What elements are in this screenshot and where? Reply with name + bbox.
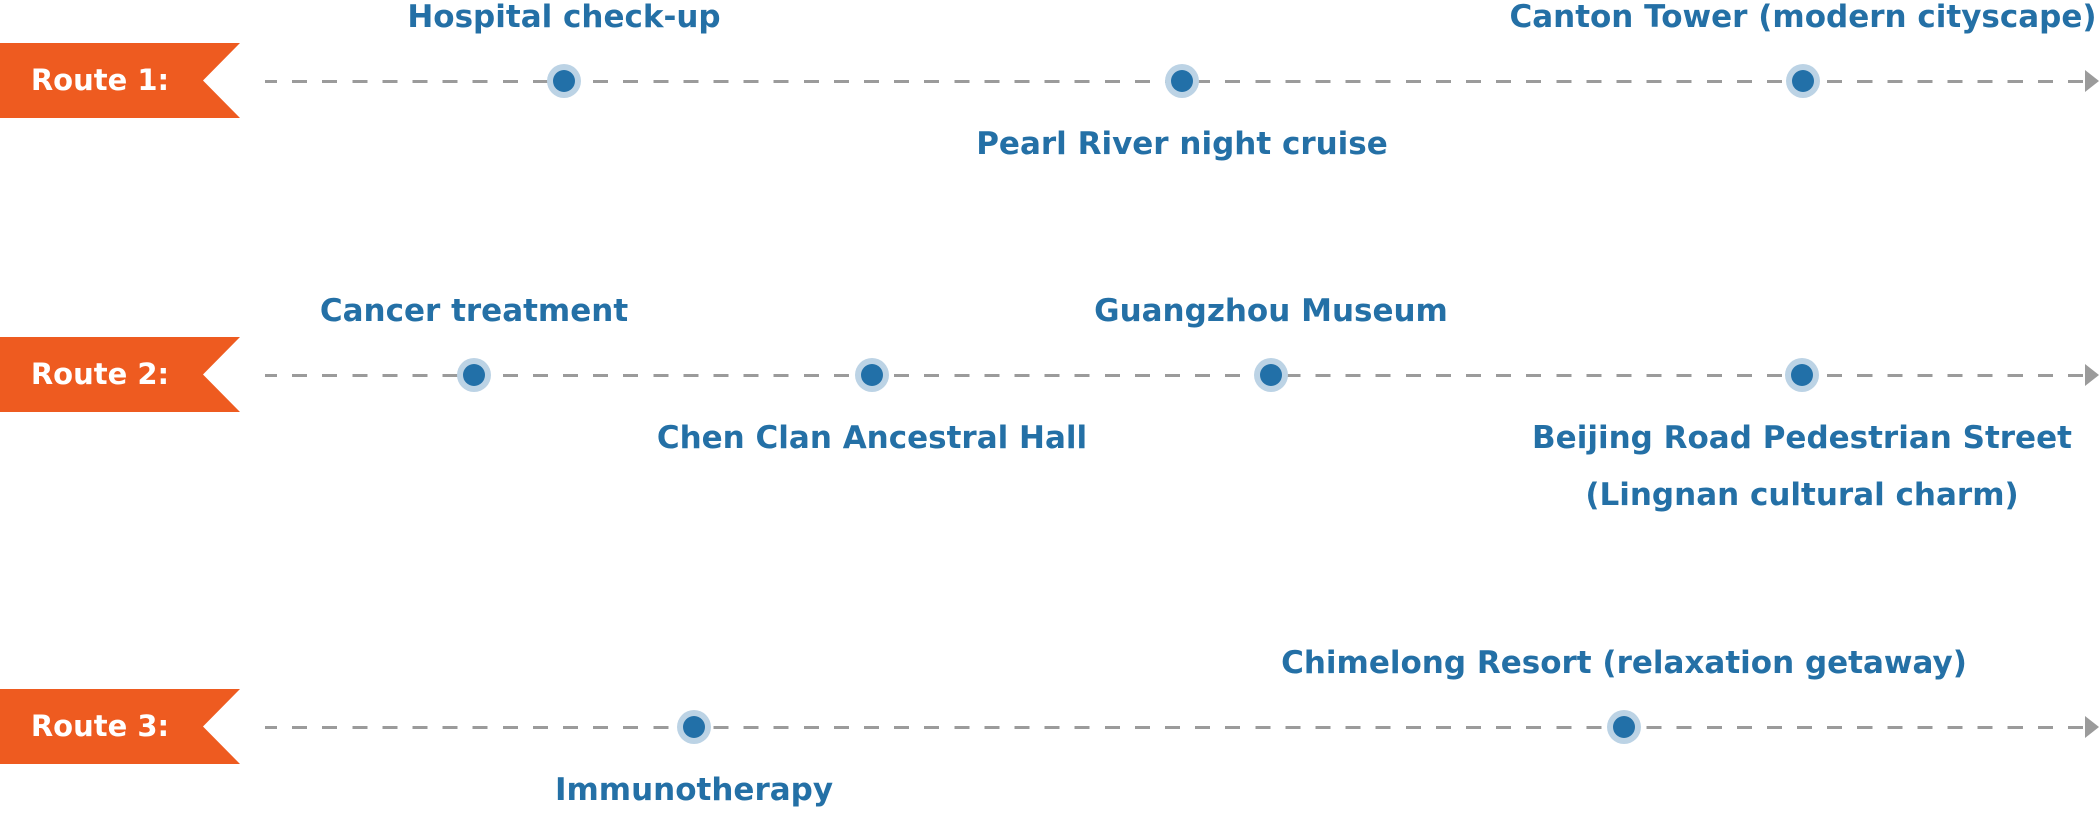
route-track-line <box>265 726 2085 729</box>
arrow-right-icon <box>2085 70 2099 92</box>
stop-label: Pearl River night cruise <box>976 126 1388 162</box>
stop-marker-core <box>683 716 705 738</box>
arrow-right-icon <box>2085 364 2099 386</box>
route-label: Route 2: <box>30 357 170 391</box>
stop-marker-core <box>463 364 485 386</box>
arrow-right-icon <box>2085 716 2099 738</box>
stop-marker-core <box>1792 70 1814 92</box>
route-banner: Route 1: <box>0 43 240 118</box>
stop-marker-core <box>553 70 575 92</box>
route-banner: Route 3: <box>0 689 240 764</box>
route-banner: Route 2: <box>0 337 240 412</box>
banner-ribbon-shape <box>0 43 240 118</box>
stop-label: Immunotherapy <box>554 772 834 808</box>
route-label: Route 1: <box>30 63 170 97</box>
stop-marker-core <box>1260 364 1282 386</box>
stop-label: Canton Tower (modern cityscape) <box>1509 0 2097 35</box>
stop-label: Cancer treatment <box>319 293 629 329</box>
stop-marker-core <box>1613 716 1635 738</box>
stop-marker-core <box>1171 70 1193 92</box>
stop-marker-core <box>861 364 883 386</box>
stop-label: Chen Clan Ancestral Hall <box>656 420 1088 456</box>
stop-label: Chimelong Resort (relaxation getaway) <box>1281 645 1967 681</box>
banner-ribbon-shape <box>0 689 240 764</box>
stop-label: Hospital check-up <box>407 0 721 35</box>
route-label: Route 3: <box>30 709 170 743</box>
banner-ribbon-shape <box>0 337 240 412</box>
stop-marker-core <box>1791 364 1813 386</box>
stop-label: Beijing Road Pedestrian Street (Lingnan … <box>1532 420 2072 513</box>
route-track-line <box>265 374 2085 377</box>
stop-label: Guangzhou Museum <box>1094 293 1448 329</box>
